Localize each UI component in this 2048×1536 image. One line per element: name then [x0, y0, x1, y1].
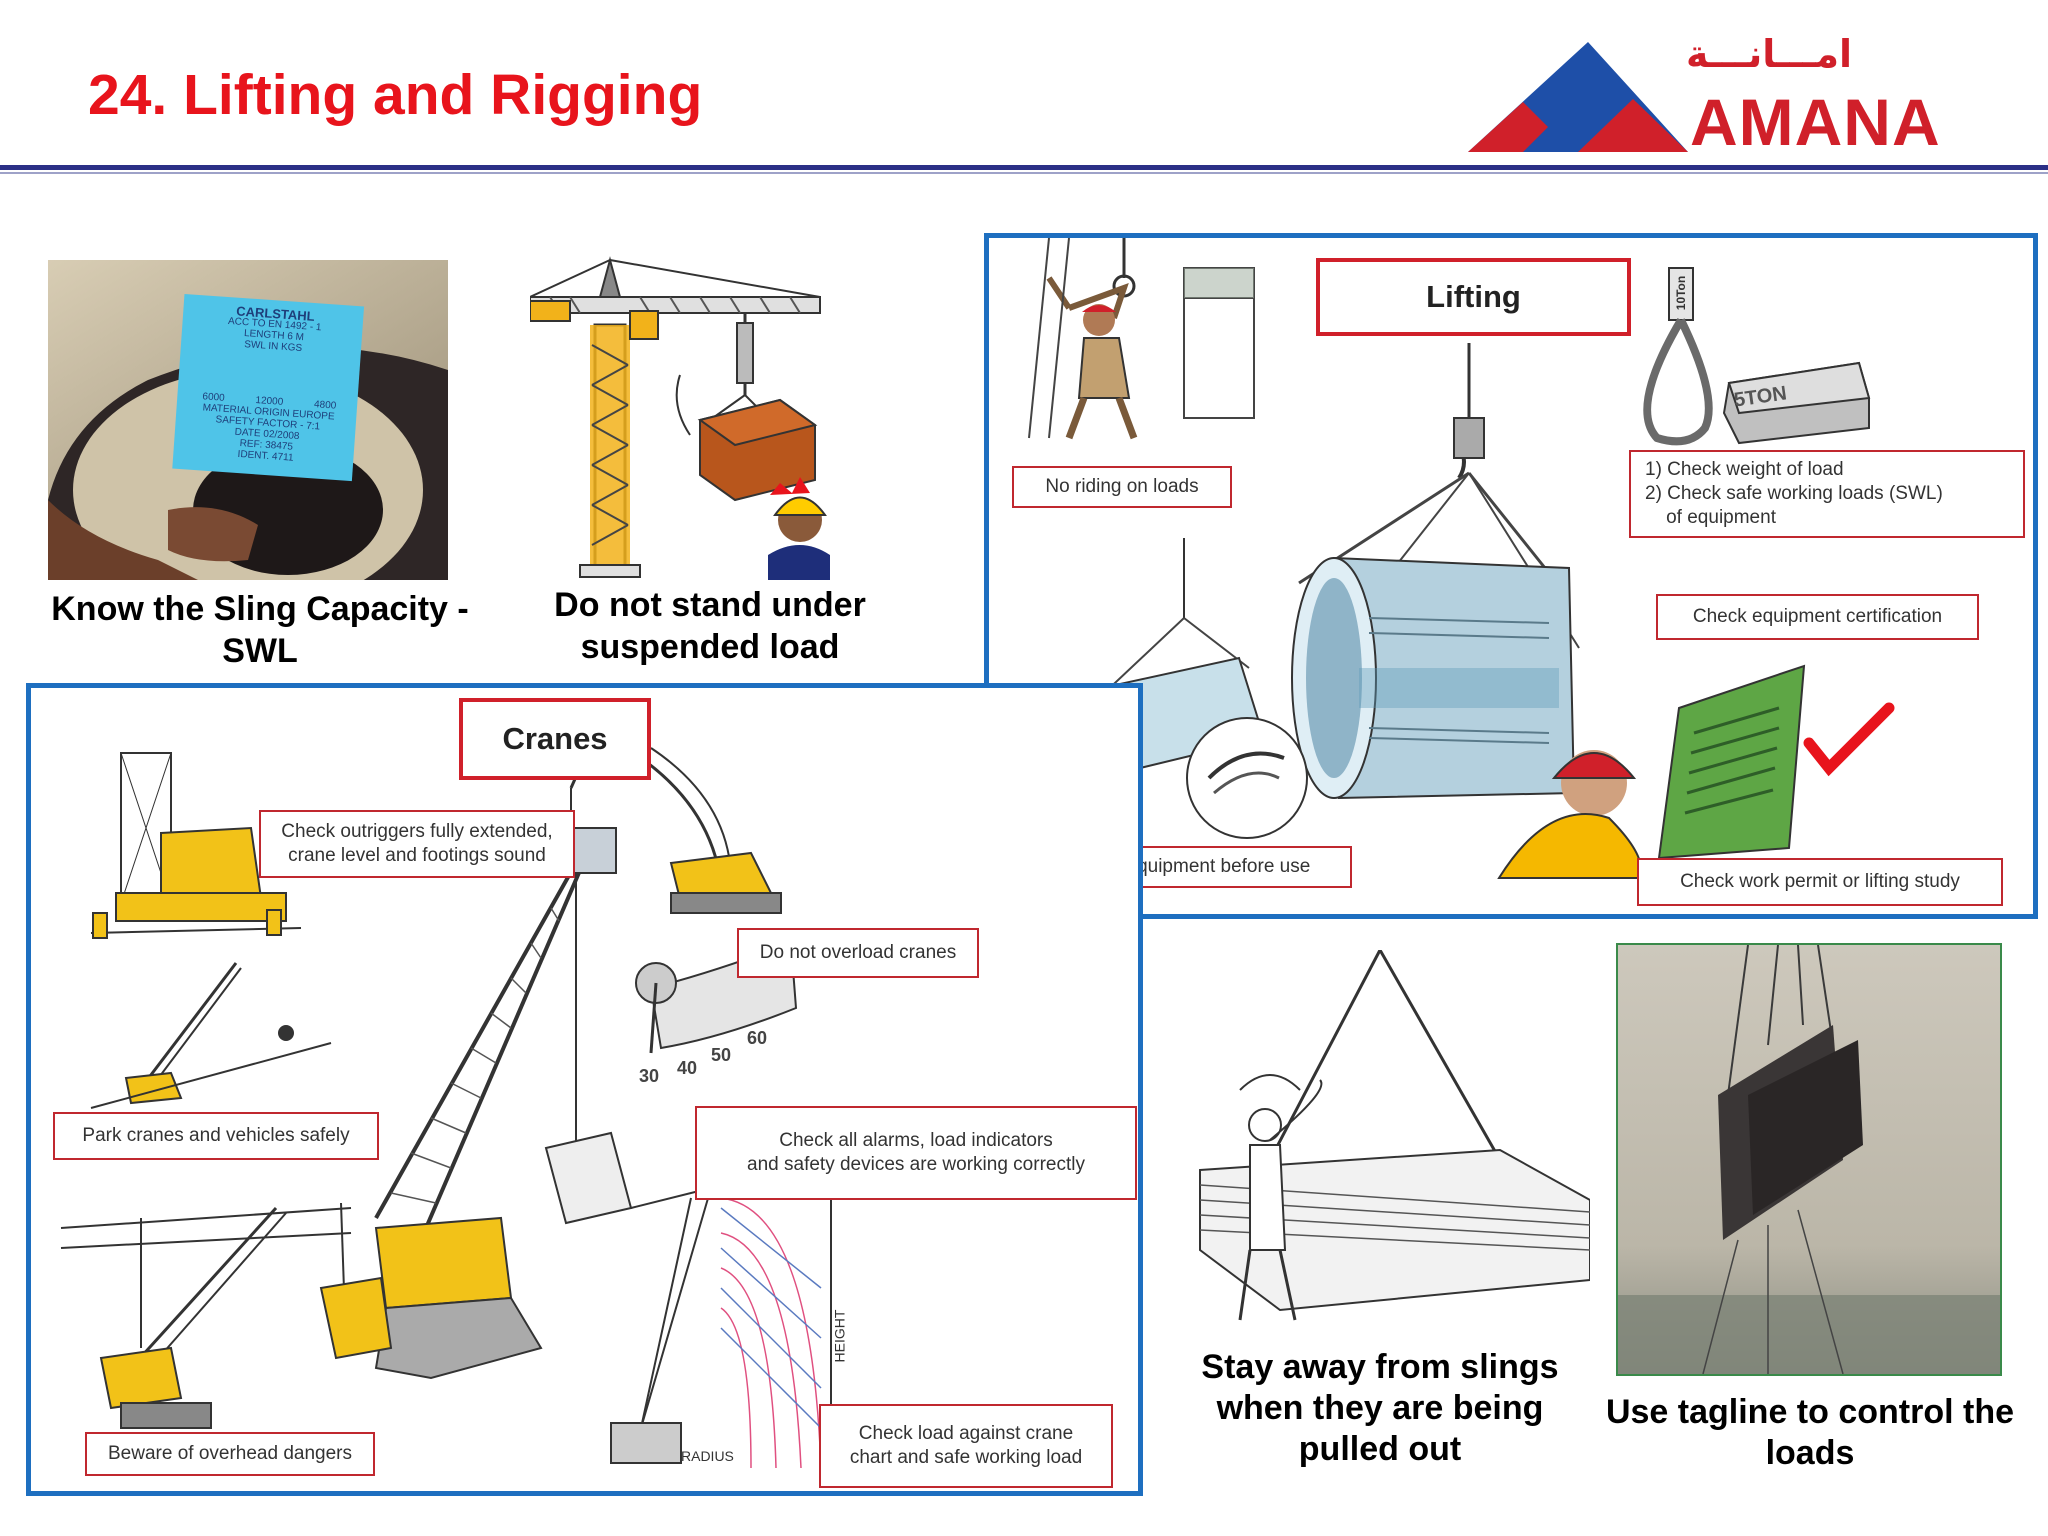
park-crane-figure: [90, 962, 332, 1109]
certificate-figure: [1657, 664, 1895, 860]
sling-caption: Know the Sling Capacity - SWL: [51, 590, 469, 670]
slings-illustration: [1170, 950, 1590, 1330]
logo-latin-text: AMANA: [1690, 85, 1941, 159]
alarms-label: Check all alarms, load indicators and sa…: [695, 1106, 1137, 1200]
tower-crane-illustration: [530, 255, 830, 580]
amana-triangle-icon: [1468, 42, 1688, 152]
check-weight-label: 1) Check weight of load 2) Check safe wo…: [1629, 450, 2025, 538]
amana-logo: امـــانـــة AMANA: [1468, 32, 2028, 162]
sling-tag-text: CARLSTAHL ACC TO EN 1492 - 1 LENGTH 6 M …: [183, 302, 358, 467]
lifting-illustrations: [1028, 238, 1895, 879]
cranes-illustrations: [60, 741, 832, 1469]
chart-radius-label: RADIUS: [681, 1448, 734, 1464]
angle-label: 60: [747, 1028, 768, 1048]
cranes-heading: Cranes: [459, 698, 651, 780]
pipe-lift-figure: [1291, 343, 1580, 800]
certification-label: Check equipment certification: [1656, 594, 1979, 640]
slings-caption: Stay away from slings when they are bein…: [1201, 1348, 1559, 1468]
angle-label: 30: [639, 1066, 660, 1086]
lifting-panel: Lifting No riding on loads 1) Check weig…: [984, 233, 2038, 919]
header-divider-thin: [0, 172, 2048, 174]
angle-label: 50: [711, 1045, 732, 1065]
hook-tag-label: 10Ton: [1674, 275, 1689, 311]
overhead-crane-figure: [60, 1202, 352, 1429]
sling-photo: CARLSTAHL ACC TO EN 1492 - 1 LENGTH 6 M …: [48, 260, 448, 580]
header-divider: [0, 165, 2048, 170]
load-chart-label: Check load against crane chart and safe …: [819, 1404, 1113, 1488]
page-title: 24. Lifting and Rigging: [88, 63, 703, 127]
load-chart-figure: [610, 1187, 832, 1469]
permit-label: Check work permit or lifting study: [1637, 858, 2003, 906]
crawler-crane-figure: [319, 862, 633, 1380]
cranes-panel: Cranes Check outriggers fully extended, …: [26, 683, 1143, 1496]
crane-caption: Do not stand under suspended load: [554, 586, 866, 666]
outrigger-crane-figure: [90, 752, 302, 939]
chart-height-label: HEIGHT: [831, 1309, 848, 1363]
lifting-heading: Lifting: [1316, 258, 1631, 336]
overload-label: Do not overload cranes: [737, 928, 979, 978]
outriggers-label: Check outriggers fully extended, crane l…: [259, 810, 575, 878]
logo-arabic-text: امـــانـــة: [1686, 32, 1853, 76]
tagline-photo: [1616, 943, 2002, 1376]
no-riding-label: No riding on loads: [1012, 466, 1232, 508]
hook-weight-figure: [1643, 267, 1871, 446]
angle-label: 40: [677, 1058, 698, 1078]
tagline-caption: Use tagline to control the loads: [1605, 1393, 2015, 1472]
rider-figure: [1028, 238, 1255, 440]
overhead-label: Beware of overhead dangers: [85, 1432, 375, 1476]
park-label: Park cranes and vehicles safely: [53, 1112, 379, 1160]
